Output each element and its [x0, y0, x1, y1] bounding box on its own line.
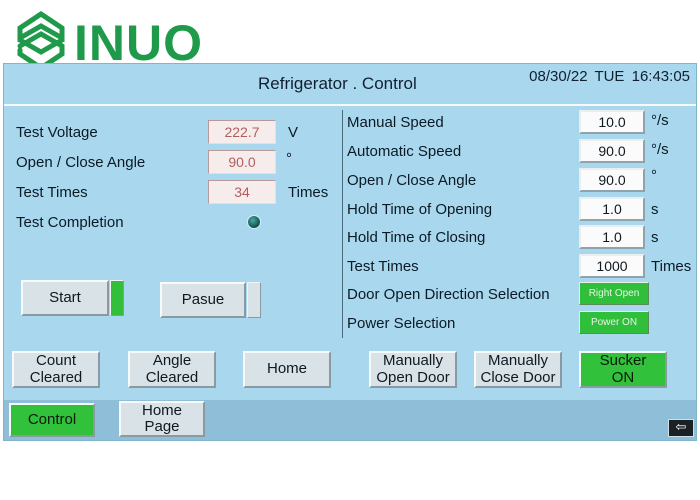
right-test-times-input[interactable]: 1000	[579, 254, 645, 278]
header-divider	[4, 104, 696, 106]
pause-status-indicator	[247, 282, 261, 318]
datetime: 08/30/22 TUE 16:43:05	[529, 68, 690, 85]
right-open-close-angle-input[interactable]: 90.0	[579, 168, 645, 192]
power-selection-toggle[interactable]: Power ON	[579, 311, 649, 334]
manual-speed-label: Manual Speed	[347, 114, 444, 131]
start-button-label: Start	[49, 288, 81, 306]
test-times-label: Test Times	[16, 184, 88, 201]
test-voltage-value: 222.7	[208, 120, 276, 144]
right-open-close-angle-unit: °	[651, 167, 657, 184]
pause-button[interactable]: Pasue	[160, 282, 246, 318]
pause-button-label: Pasue	[181, 290, 225, 308]
test-voltage-label: Test Voltage	[16, 124, 98, 141]
automatic-speed-unit: °/s	[651, 141, 669, 158]
manual-speed-unit: °/s	[651, 112, 669, 129]
automatic-speed-input[interactable]: 90.0	[579, 139, 645, 163]
hold-opening-unit: s	[651, 201, 659, 218]
manually-close-line2: Close Door	[480, 368, 556, 386]
count-cleared-line1: Count	[35, 352, 77, 369]
hmi-screen: Refrigerator . Control 08/30/22 TUE 16:4…	[3, 63, 697, 441]
hold-opening-label: Hold Time of Opening	[347, 201, 493, 218]
test-times-unit: Times	[288, 184, 329, 201]
door-direction-toggle[interactable]: Right Open	[579, 282, 649, 305]
manually-close-line1: Manually	[487, 352, 549, 369]
home-button-label: Home	[266, 360, 307, 378]
column-divider	[342, 110, 343, 338]
test-times-value: 34	[208, 180, 276, 204]
right-test-times-unit: Times	[651, 258, 692, 275]
test-completion-indicator	[247, 215, 261, 229]
manually-open-line2: Open Door	[376, 368, 450, 386]
sucker-line2: ON	[611, 368, 635, 386]
angle-cleared-line2: Cleared	[145, 368, 199, 386]
open-close-angle-value: 90.0	[208, 150, 276, 174]
sucker-line1: Sucker	[599, 352, 647, 369]
hold-closing-unit: s	[651, 229, 659, 246]
right-test-times-label: Test Times	[347, 258, 419, 275]
brand-logo-mark	[17, 10, 65, 72]
test-voltage-unit: V	[288, 124, 299, 141]
hold-closing-label: Hold Time of Closing	[347, 229, 486, 246]
count-cleared-line2: Cleared	[29, 368, 83, 386]
bottom-nav-bar	[4, 400, 696, 440]
door-direction-label: Door Open Direction Selection	[347, 286, 550, 303]
back-arrow-icon[interactable]: ⇦	[668, 419, 694, 437]
start-button[interactable]: Start	[21, 280, 109, 316]
open-close-angle-label: Open / Close Angle	[16, 154, 146, 171]
manually-open-line1: Manually	[382, 352, 444, 369]
power-selection-label: Power Selection	[347, 315, 456, 332]
angle-cleared-line1: Angle	[152, 352, 192, 369]
nav-control-label: Control	[27, 410, 77, 428]
start-status-indicator	[110, 280, 124, 316]
automatic-speed-label: Automatic Speed	[347, 143, 462, 160]
home-button[interactable]: Home	[243, 351, 331, 388]
right-open-close-angle-label: Open / Close Angle	[347, 172, 477, 189]
brand-logo: INUO	[12, 10, 227, 72]
page-title: Refrigerator . Control	[258, 74, 417, 93]
nav-home-page-line1: Home	[141, 401, 182, 419]
hold-closing-input[interactable]: 1.0	[579, 225, 645, 249]
nav-home-page-line2: Page	[144, 418, 180, 435]
hold-opening-input[interactable]: 1.0	[579, 197, 645, 221]
test-completion-label: Test Completion	[16, 214, 124, 231]
manual-speed-input[interactable]: 10.0	[579, 110, 645, 134]
open-close-angle-unit: °	[286, 150, 292, 167]
brand-name: INUO	[74, 15, 203, 71]
nav-control-button[interactable]: Control	[9, 403, 95, 437]
